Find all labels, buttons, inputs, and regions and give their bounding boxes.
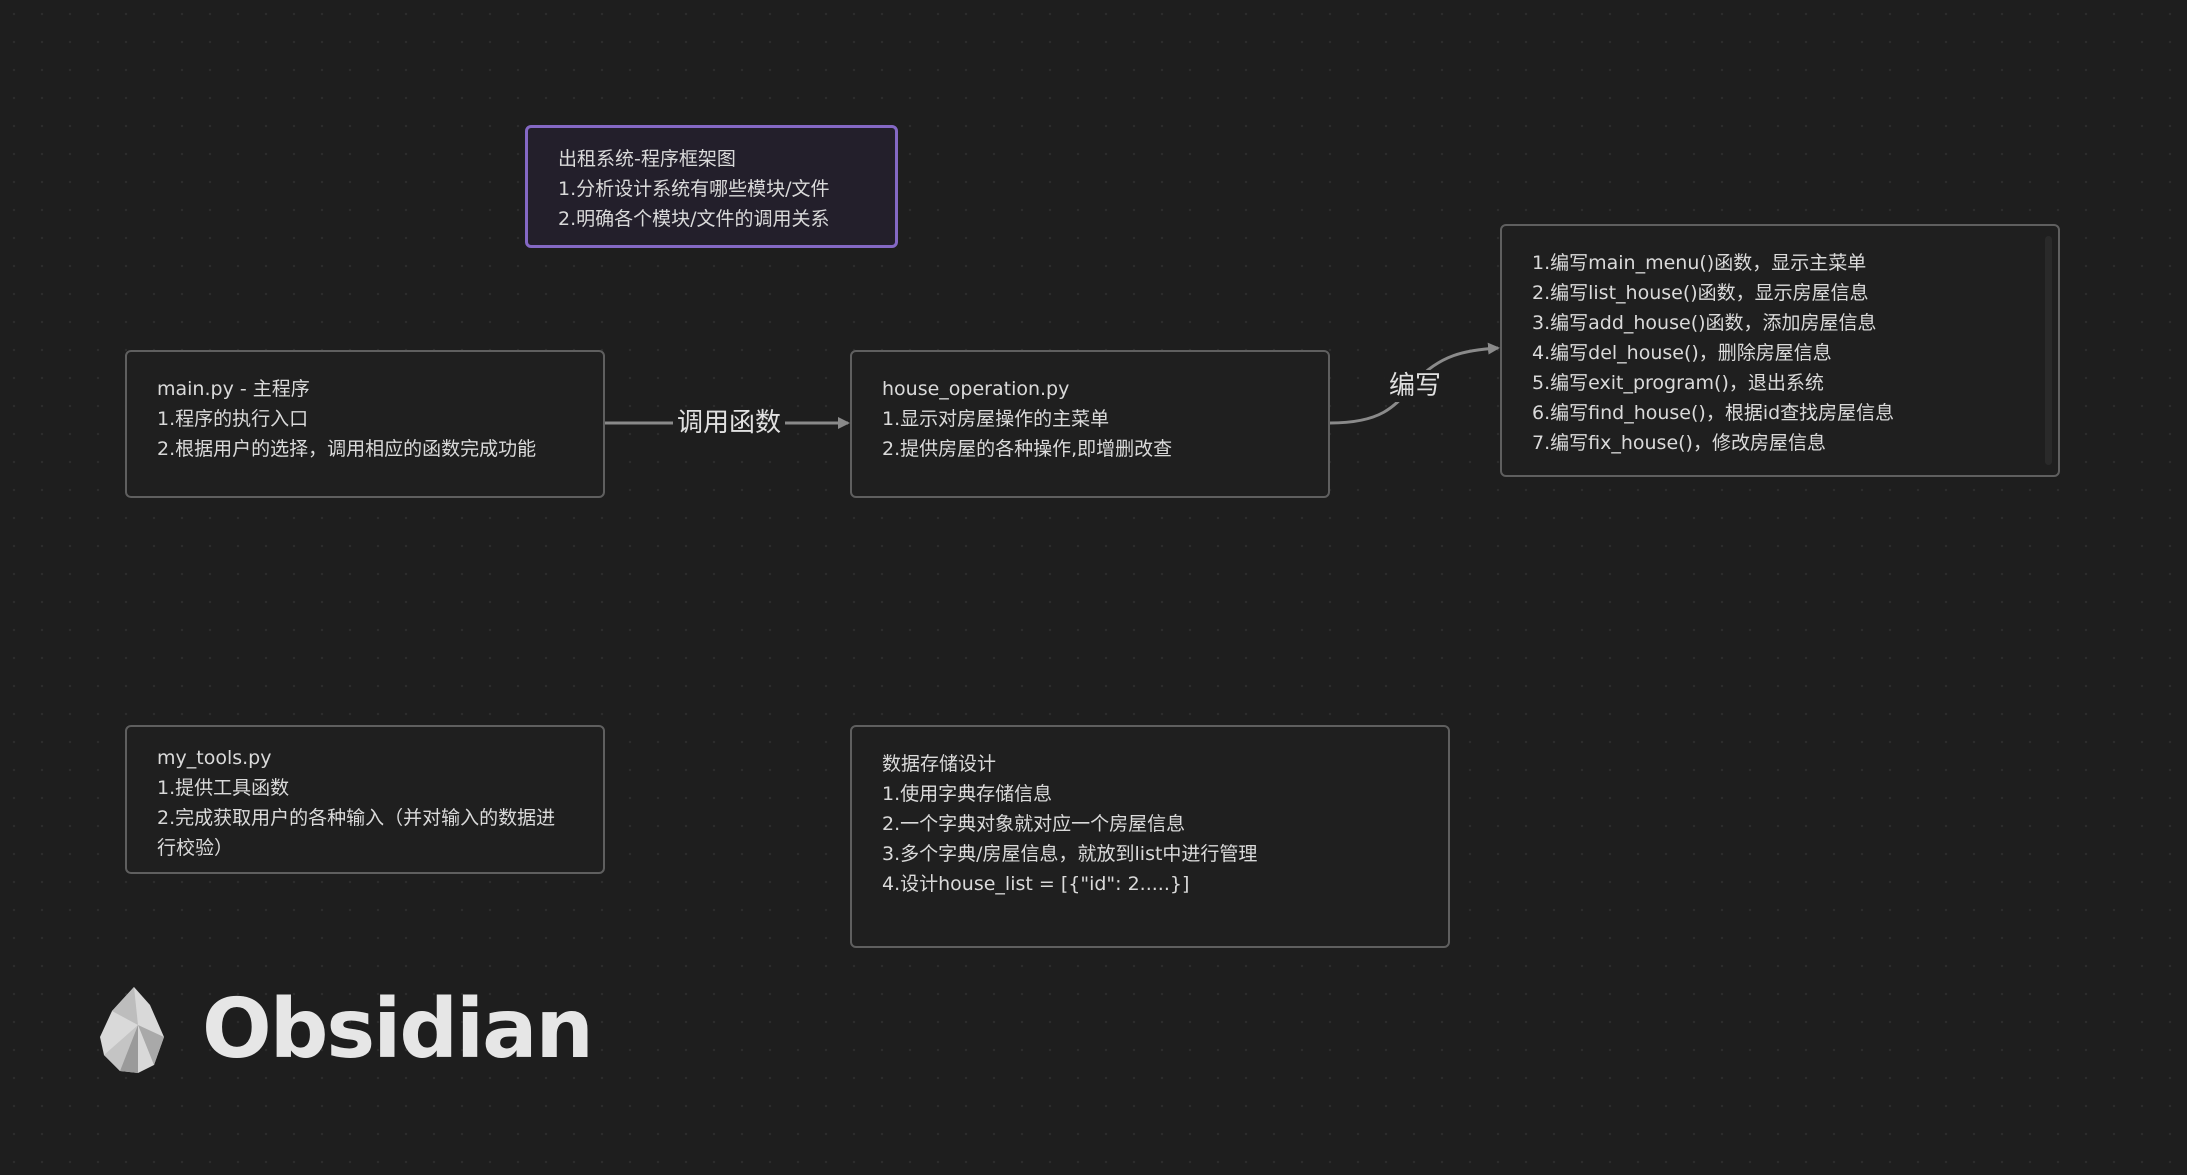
house-card-line: 2.提供房屋的各种操作,即增删改查 xyxy=(882,438,1173,460)
edge-label-write: 编写 xyxy=(1385,370,1446,402)
obsidian-logo: Obsidian xyxy=(98,982,594,1077)
title-card-heading: 出租系统-程序框架图 xyxy=(558,148,736,170)
functions-card-line: 2.编写list_house()函数，显示房屋信息 xyxy=(1532,282,1869,304)
functions-card[interactable]: 1.编写main_menu()函数，显示主菜单 2.编写list_house()… xyxy=(1500,224,2060,477)
functions-card-line: 1.编写main_menu()函数，显示主菜单 xyxy=(1532,252,1867,274)
functions-card-line: 6.编写find_house()，根据id查找房屋信息 xyxy=(1532,402,1895,424)
my-tools-card[interactable]: my_tools.py 1.提供工具函数 2.完成获取用户的各种输入（并对输入的… xyxy=(125,725,605,874)
storage-card-heading: 数据存储设计 xyxy=(882,753,997,775)
main-card-heading: main.py - 主程序 xyxy=(157,378,310,400)
storage-card-line: 3.多个字典/房屋信息，就放到list中进行管理 xyxy=(882,843,1258,865)
functions-card-scrollbar[interactable] xyxy=(2045,236,2052,465)
obsidian-logo-text: Obsidian xyxy=(202,982,594,1077)
edge-label-call: 调用函数 xyxy=(673,407,786,439)
functions-card-line: 5.编写exit_program()，退出系统 xyxy=(1532,372,1824,394)
house-card-heading: house_operation.py xyxy=(882,378,1070,400)
tools-card-line: 1.提供工具函数 xyxy=(157,777,290,799)
data-storage-card[interactable]: 数据存储设计 1.使用字典存储信息 2.一个字典对象就对应一个房屋信息 3.多个… xyxy=(850,725,1450,948)
tools-card-line: 2.完成获取用户的各种输入（并对输入的数据进行校验） xyxy=(157,807,556,859)
functions-card-line: 4.编写del_house()，删除房屋信息 xyxy=(1532,342,1832,364)
house-operation-card[interactable]: house_operation.py 1.显示对房屋操作的主菜单 2.提供房屋的… xyxy=(850,350,1330,498)
storage-card-line: 2.一个字典对象就对应一个房屋信息 xyxy=(882,813,1186,835)
main-card[interactable]: main.py - 主程序 1.程序的执行入口 2.根据用户的选择，调用相应的函… xyxy=(125,350,605,498)
title-card[interactable]: 出租系统-程序框架图 1.分析设计系统有哪些模块/文件 2.明确各个模块/文件的… xyxy=(525,125,898,248)
storage-card-line: 4.设计house_list = [{"id": 2.....}] xyxy=(882,873,1190,895)
obsidian-logo-icon xyxy=(100,987,164,1073)
tools-card-heading: my_tools.py xyxy=(157,747,272,769)
main-card-line: 1.程序的执行入口 xyxy=(157,408,309,430)
main-card-line: 2.根据用户的选择，调用相应的函数完成功能 xyxy=(157,438,537,460)
functions-card-line: 7.编写fix_house()，修改房屋信息 xyxy=(1532,432,1826,454)
title-card-line: 1.分析设计系统有哪些模块/文件 xyxy=(558,178,830,200)
storage-card-line: 1.使用字典存储信息 xyxy=(882,783,1053,805)
house-card-line: 1.显示对房屋操作的主菜单 xyxy=(882,408,1110,430)
functions-card-line: 3.编写add_house()函数，添加房屋信息 xyxy=(1532,312,1877,334)
title-card-line: 2.明确各个模块/文件的调用关系 xyxy=(558,208,830,230)
